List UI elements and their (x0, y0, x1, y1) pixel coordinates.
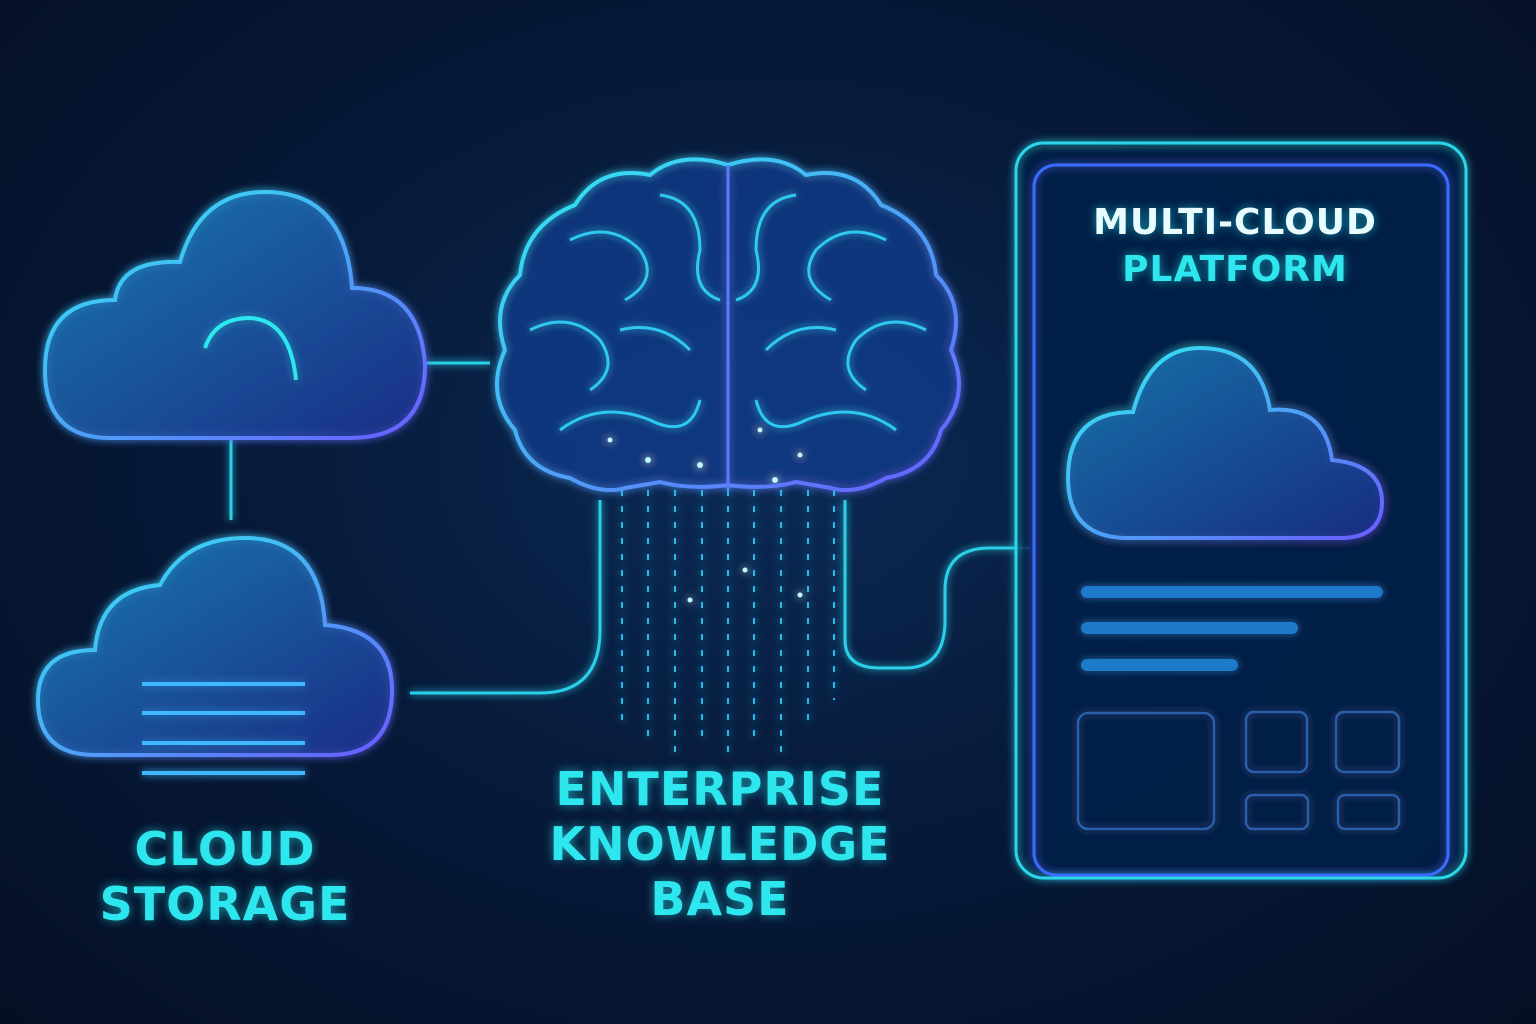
label-line: STORAGE (99, 877, 351, 932)
platform-panel (1014, 141, 1468, 880)
label-line: BASE (650, 872, 790, 927)
connector-lines (229, 361, 1030, 695)
cloud-storage-label: CLOUD STORAGE (60, 822, 390, 932)
label-line: PLATFORM (1122, 248, 1348, 290)
label-line: CLOUD (134, 822, 316, 876)
knowledge-base-label: ENTERPRISE KNOWLEDGE BASE (520, 762, 920, 928)
label-line: ENTERPRISE (555, 762, 885, 816)
platform-label: MULTI-CLOUD PLATFORM (1050, 200, 1420, 294)
label-line: MULTI-CLOUD (1093, 202, 1377, 243)
storage-cloud-icon (35, 535, 395, 775)
label-line: KNOWLEDGE (549, 817, 891, 872)
cloud-icon-top (42, 189, 428, 440)
brain-icon (495, 157, 961, 760)
